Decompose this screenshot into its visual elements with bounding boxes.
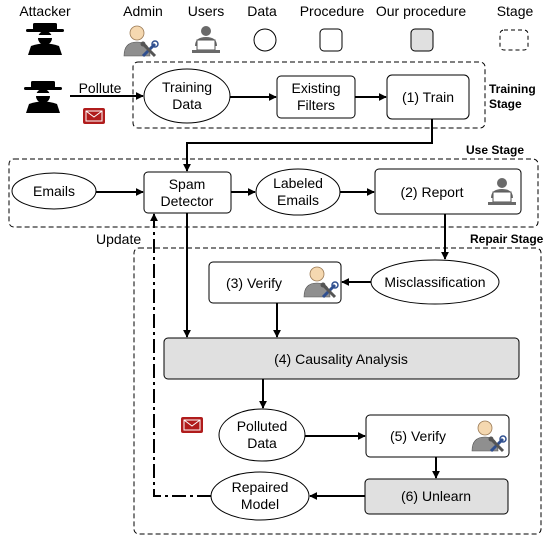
repaired-model-label-2: Model xyxy=(241,496,279,512)
legend-our-procedure-shape xyxy=(410,28,434,52)
unlearn-label: (6) Unlearn xyxy=(401,488,471,504)
emails-label: Emails xyxy=(33,183,75,199)
training-stage-label-2: Stage xyxy=(489,97,522,111)
legend-stage-label: Stage xyxy=(497,3,534,19)
report-node xyxy=(374,168,522,215)
causality-analysis-label: (4) Causality Analysis xyxy=(274,351,408,367)
legend-data-label: Data xyxy=(247,3,277,19)
misclassification-label: Misclassification xyxy=(384,274,485,290)
repaired-model-label: Repaired xyxy=(232,479,289,495)
train-label: (1) Train xyxy=(402,89,454,105)
spam-detector-label-2: Detector xyxy=(161,193,214,209)
training-stage-label: Training xyxy=(489,82,536,96)
polluted-data-label-2: Data xyxy=(247,435,277,451)
legend-procedure-label: Procedure xyxy=(300,3,365,19)
spam-detector-label: Spam xyxy=(169,176,206,192)
labeled-emails-label: Labeled xyxy=(273,175,323,191)
verify5-label: (5) Verify xyxy=(390,428,446,444)
existing-filters-label: Existing xyxy=(291,80,340,96)
legend-procedure-shape xyxy=(319,28,343,52)
legend-users-label: Users xyxy=(188,3,225,19)
repair-stage-label: Repair Stage xyxy=(470,232,544,246)
existing-filters-label-2: Filters xyxy=(297,97,335,113)
labeled-emails-label-2: Emails xyxy=(277,192,319,208)
report-label: (2) Report xyxy=(400,184,463,200)
arrow-train-to-detector xyxy=(183,119,433,172)
verify3-label: (3) Verify xyxy=(226,275,282,291)
legend-attacker-label: Attacker xyxy=(19,3,71,19)
spy-icon xyxy=(26,23,64,55)
legend-admin-label: Admin xyxy=(123,3,163,19)
arrow-update-dashed xyxy=(150,213,211,497)
polluted-data-label: Polluted xyxy=(237,418,288,434)
attacker-spy-icon xyxy=(24,81,62,113)
update-label: Update xyxy=(96,231,141,247)
legend-data-shape xyxy=(253,28,277,52)
use-stage-label: Use Stage xyxy=(466,143,524,157)
causality-analysis-node xyxy=(163,337,520,380)
user-laptop-icon xyxy=(191,25,221,54)
training-stage-box xyxy=(132,61,486,129)
legend-stage-shape xyxy=(499,29,529,51)
training-data-label: Training xyxy=(162,79,212,95)
legend-our-procedure-label: Our procedure xyxy=(376,3,466,19)
training-data-label-2: Data xyxy=(172,96,202,112)
polluted-email-icon xyxy=(180,416,204,434)
use-stage-box xyxy=(8,158,539,228)
admin-icon xyxy=(122,24,160,58)
pollute-label: Pollute xyxy=(79,80,122,96)
email-icon xyxy=(82,107,106,125)
train-node xyxy=(386,74,470,120)
